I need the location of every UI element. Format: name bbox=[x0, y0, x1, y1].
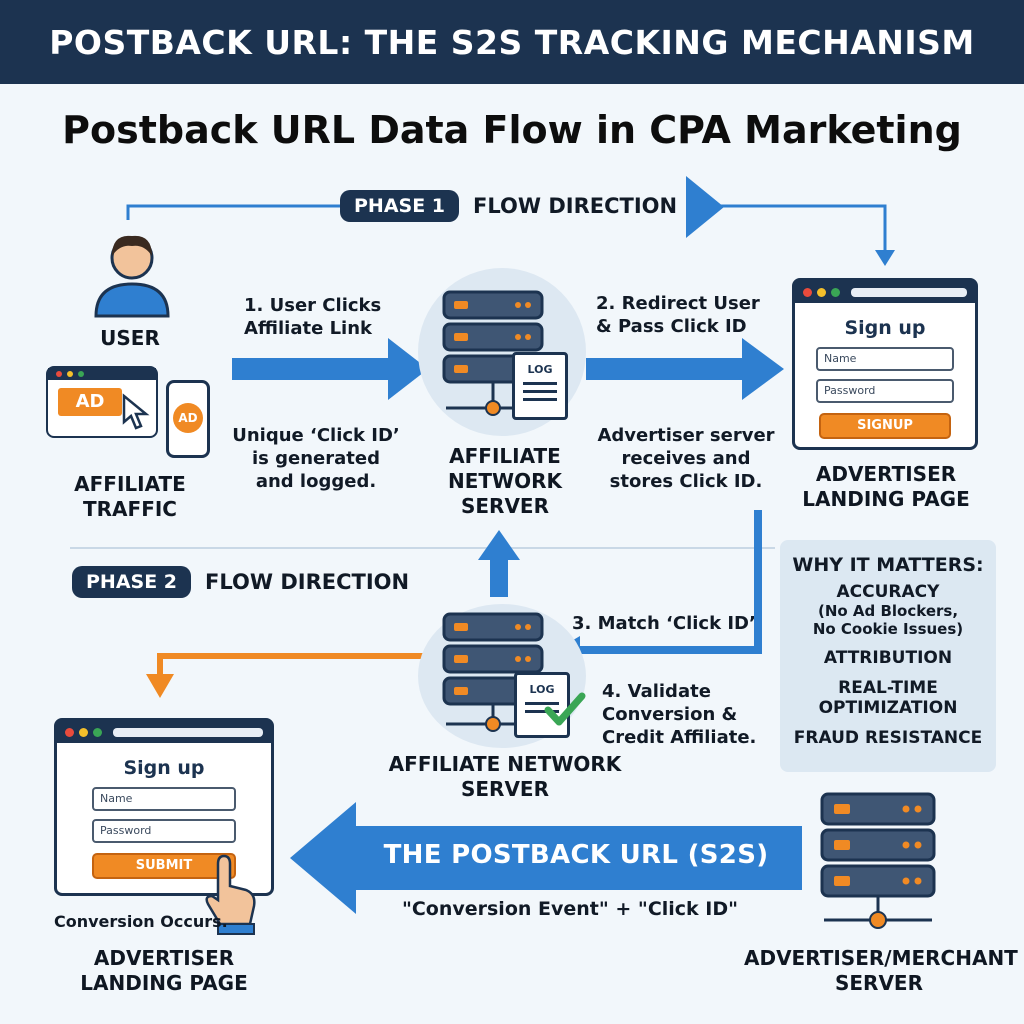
orange-connector bbox=[157, 653, 424, 676]
benefit-item: REAL-TIME bbox=[838, 678, 938, 698]
up-arrow-head bbox=[478, 530, 520, 560]
benefit-item: FRAUD RESISTANCE bbox=[793, 728, 983, 748]
phone-ad-badge: AD bbox=[173, 403, 203, 433]
user-label: USER bbox=[100, 326, 160, 350]
benefit-item: ACCURACY bbox=[836, 582, 940, 602]
phase2-badge: PHASE 2 bbox=[72, 566, 192, 598]
name-field-bottom[interactable]: Name bbox=[92, 787, 236, 811]
step1-note: Unique ‘Click ID’ is generated and logge… bbox=[232, 425, 400, 492]
log-check-document-icon: LOG bbox=[514, 672, 570, 738]
step1-label: 1. User Clicks Affiliate Link bbox=[244, 295, 382, 339]
phase1-flow-label: FLOW DIRECTION bbox=[473, 194, 678, 218]
name-field-top[interactable]: Name bbox=[816, 347, 954, 371]
header-banner: POSTBACK URL: THE S2S TRACKING MECHANISM bbox=[0, 0, 1024, 84]
step2-arrow-head bbox=[742, 338, 784, 400]
why-it-matters-title: WHY IT MATTERS: bbox=[792, 554, 984, 576]
checkmark-icon bbox=[544, 692, 586, 726]
phase1-connector-line bbox=[126, 204, 340, 220]
conversion-occurs-label: Conversion Occurs. bbox=[54, 912, 228, 931]
cursor-icon bbox=[122, 393, 150, 430]
phase1-connector-arrowhead bbox=[875, 250, 895, 266]
network-server-top-label: AFFILIATE NETWORK SERVER bbox=[447, 444, 562, 518]
log-document-icon: LOG bbox=[512, 352, 568, 420]
password-field-top[interactable]: Password bbox=[816, 379, 954, 403]
postback-arrow bbox=[290, 802, 802, 914]
landing-page-bottom-browser: Sign up Name Password SUBMIT bbox=[54, 718, 274, 896]
phase2-label: PHASE 2 FLOW DIRECTION bbox=[72, 566, 409, 598]
diagram-subtitle: Postback URL Data Flow in CPA Marketing bbox=[62, 108, 962, 152]
benefit-item: (No Ad Blockers, bbox=[817, 602, 959, 620]
step1-arrow-head bbox=[388, 338, 428, 400]
step1-arrow-shaft bbox=[232, 358, 392, 380]
why-it-matters-panel: WHY IT MATTERS: ACCURACY (No Ad Blockers… bbox=[780, 540, 996, 772]
step2-arrow-shaft bbox=[586, 358, 746, 380]
phase1-connector-line-right bbox=[720, 204, 887, 252]
step2-note: Advertiser server receives and stores Cl… bbox=[597, 425, 775, 492]
ad-badge: AD bbox=[58, 388, 122, 416]
landing-page-top-label: ADVERTISER LANDING PAGE bbox=[802, 462, 970, 511]
submit-button[interactable]: SUBMIT bbox=[92, 853, 236, 879]
signup-title-top: Sign up bbox=[844, 317, 926, 339]
phone-icon: AD bbox=[166, 380, 210, 458]
network-server-bottom-label: AFFILIATE NETWORK SERVER bbox=[388, 752, 622, 801]
phase1-label: PHASE 1 FLOW DIRECTION bbox=[340, 190, 677, 222]
step3-connector bbox=[578, 510, 762, 654]
merchant-server-label: ADVERTISER/MERCHANT SERVER bbox=[744, 946, 1018, 995]
landing-page-bottom-label: ADVERTISER LANDING PAGE bbox=[80, 946, 248, 995]
header-title: POSTBACK URL: THE S2S TRACKING MECHANISM bbox=[49, 22, 975, 62]
benefit-item: ATTRIBUTION bbox=[823, 648, 953, 668]
orange-arrow-head bbox=[146, 674, 174, 698]
postback-payload-label: "Conversion Event" + "Click ID" bbox=[401, 898, 739, 920]
user-icon bbox=[94, 235, 170, 318]
password-field-bottom[interactable]: Password bbox=[92, 819, 236, 843]
benefit-item: OPTIMIZATION bbox=[818, 698, 958, 718]
up-arrow-shaft bbox=[490, 555, 508, 597]
merchant-server-icon bbox=[820, 792, 936, 929]
affiliate-traffic-label: AFFILIATE TRAFFIC bbox=[74, 472, 186, 521]
phase1-badge: PHASE 1 bbox=[340, 190, 460, 222]
signup-title-bottom: Sign up bbox=[123, 757, 205, 779]
postback-url-label: THE POSTBACK URL (S2S) bbox=[383, 840, 769, 870]
benefit-item: No Cookie Issues) bbox=[812, 620, 964, 638]
hand-pointer-icon bbox=[205, 854, 256, 935]
phase2-flow-label: FLOW DIRECTION bbox=[205, 570, 410, 594]
step3-label: 3. Match ‘Click ID’ bbox=[572, 613, 756, 634]
signup-button[interactable]: SIGNUP bbox=[819, 413, 951, 439]
landing-page-top-browser: Sign up Name Password SIGNUP bbox=[792, 278, 978, 450]
phase1-direction-arrow bbox=[686, 176, 724, 238]
step2-label: 2. Redirect User & Pass Click ID bbox=[596, 293, 760, 337]
step4-label: 4. Validate Conversion & Credit Affiliat… bbox=[602, 681, 757, 748]
